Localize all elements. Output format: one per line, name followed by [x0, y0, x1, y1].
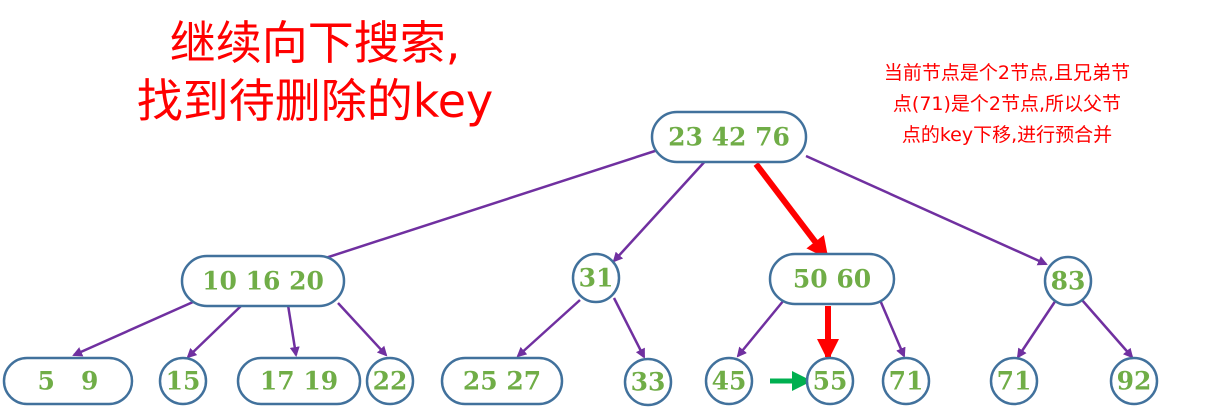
root-node-keys: 23 42 76	[668, 123, 790, 152]
node-10-16-20-keys: 10 16 20	[202, 267, 324, 296]
root-node: 23 42 76	[650, 110, 808, 164]
leaf-5-9: 5 9	[2, 356, 134, 406]
leaf-92: 92	[1109, 356, 1159, 406]
node-31-keys: 31	[579, 264, 614, 293]
search-path-root-to-50-60	[753, 162, 829, 260]
leaf-15-keys: 15	[166, 367, 201, 396]
node-83: 83	[1043, 255, 1093, 307]
leaf-55-keys: 55	[813, 367, 848, 396]
note-line-3: 点的key下移,进行预合并	[901, 124, 1113, 146]
leaf-71: 71	[989, 356, 1039, 406]
edge-10-16-20-to-17-19	[286, 304, 300, 357]
leaf-45: 45	[704, 356, 754, 406]
leaf-25-27-keys: 25 27	[463, 367, 541, 396]
edge-root-to-10-16-20	[308, 148, 659, 266]
title-line-2: 找到待删除的key	[136, 74, 494, 128]
annotation-note: 当前节点是个2节点,且兄弟节 点(71)是个2节点,所以父节 点的key下移,进…	[818, 58, 1196, 151]
leaf-55: 55	[805, 356, 855, 406]
leaf-22-keys: 22	[373, 367, 408, 396]
leaf-22: 22	[365, 356, 415, 406]
leaf-92-keys: 92	[1117, 367, 1152, 396]
leaf-71-sibling: 71	[881, 356, 931, 406]
edge-83-to-71	[1016, 299, 1058, 359]
node-83-keys: 83	[1051, 267, 1086, 296]
leaf-15: 15	[158, 356, 208, 406]
title: 继续向下搜索, 找到待删除的key	[100, 14, 530, 130]
leaf-71-keys: 71	[997, 367, 1032, 396]
note-line-1: 当前节点是个2节点,且兄弟节	[883, 62, 1131, 84]
node-50-60: 50 60	[768, 252, 896, 306]
edge-31-to-33	[612, 297, 646, 359]
title-line-1: 继续向下搜索,	[169, 16, 461, 70]
leaf-17-19: 17 19	[236, 356, 362, 406]
leaf-33: 33	[623, 357, 673, 407]
edge-31-to-25-27	[516, 299, 581, 358]
leaf-17-19-keys: 17 19	[260, 367, 338, 396]
edge-root-to-31	[612, 157, 709, 263]
edge-root-to-83	[805, 154, 1048, 266]
edge-10-16-20-to-15	[186, 304, 243, 359]
edge-10-16-20-to-22	[337, 302, 388, 357]
edge-83-to-92	[1081, 299, 1134, 359]
leaf-5-9-keys: 5 9	[38, 367, 99, 396]
node-10-16-20: 10 16 20	[180, 254, 346, 308]
edge-50-60-to-71	[878, 299, 906, 358]
leaf-33-keys: 33	[631, 368, 666, 397]
leaf-71-sibling-keys: 71	[889, 367, 924, 396]
note-line-2: 点(71)是个2节点,所以父节	[892, 93, 1122, 115]
leaf-25-27: 25 27	[440, 356, 564, 406]
edges	[72, 148, 1134, 391]
leaf-45-keys: 45	[712, 367, 747, 396]
node-31: 31	[571, 252, 621, 304]
node-50-60-keys: 50 60	[793, 265, 871, 294]
edge-50-60-to-45	[736, 299, 785, 358]
